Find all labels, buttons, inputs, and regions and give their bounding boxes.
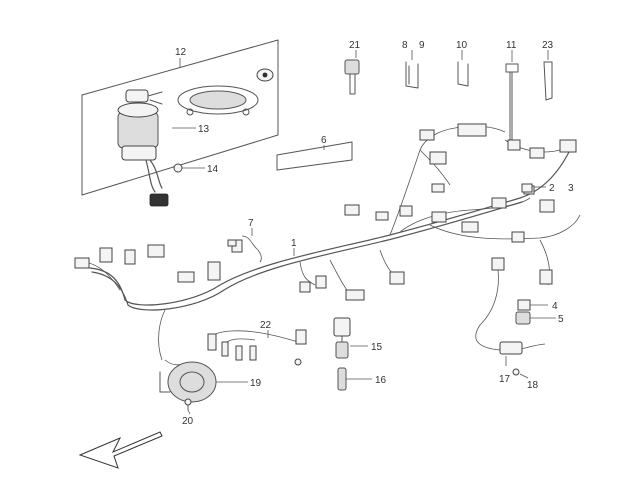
clamp-10-part[interactable] [457,61,469,87]
callout-10: 10 [456,40,468,51]
main-wiring-harness[interactable] [84,125,581,361]
callout-4: 4 [552,301,558,312]
key-blank-part[interactable] [344,59,360,95]
callout-2: 2 [549,183,555,194]
callout-9: 9 [419,40,425,51]
screw-18-part[interactable] [512,368,520,376]
callout-20: 20 [182,416,194,427]
leader-lines [172,50,556,415]
callout-22: 22 [260,320,272,331]
relay-4-part[interactable] [517,299,531,311]
wire-7-part[interactable] [227,235,262,263]
lock-cylinder-part[interactable] [256,68,274,82]
callout-18: 18 [527,380,539,391]
wire-set-22-part[interactable] [207,329,307,366]
ignition-kit-box [81,39,279,196]
screw-14-part[interactable] [173,163,183,173]
callout-17: 17 [499,374,511,385]
bolt-20-part[interactable] [184,398,192,411]
relay-2-3-part[interactable] [521,183,533,193]
harness-connectors [74,123,577,301]
callout-14: 14 [207,164,219,175]
horn-19-part[interactable] [159,359,217,403]
clamp-8-9-part[interactable] [405,61,419,89]
switch-15-part[interactable] [333,317,351,359]
ignition-switch-part[interactable] [117,89,169,207]
callout-11: 11 [506,40,517,51]
plug-16-part[interactable] [337,367,347,391]
callout-12: 12 [175,47,187,58]
holder-23-part[interactable] [543,61,553,101]
callout-15: 15 [371,342,383,353]
callout-21: 21 [349,40,361,51]
bracket-5-part[interactable] [515,311,531,325]
callout-8: 8 [402,40,408,51]
callout-13: 13 [198,124,210,135]
sub-harness-17[interactable] [475,239,553,355]
label-sheet-part[interactable] [276,141,353,171]
fuel-cap-part[interactable] [177,85,259,116]
callout-7: 7 [248,218,254,229]
callout-5: 5 [558,314,564,325]
callout-6: 6 [321,135,327,146]
front-direction-arrow [78,431,163,469]
callout-labels: 12 13 14 21 8 9 10 11 23 6 2 3 7 1 4 5 2… [175,40,574,427]
callout-1: 1 [291,238,297,249]
callout-3: 3 [568,183,574,194]
callout-19: 19 [250,378,262,389]
cable-tie-11-part[interactable] [505,63,519,141]
callout-16: 16 [375,375,387,386]
callout-23: 23 [542,40,554,51]
